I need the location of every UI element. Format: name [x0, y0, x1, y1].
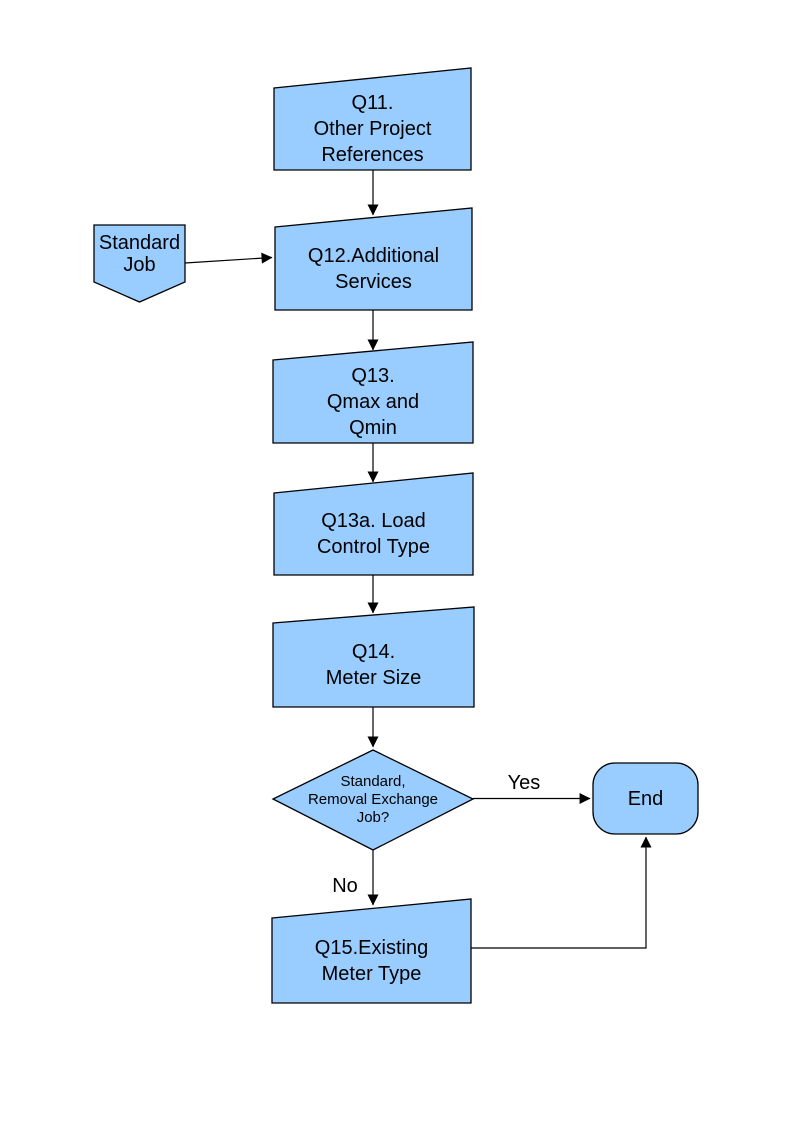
edge-standardjob-to-q12 — [184, 252, 273, 264]
q11-node-shape — [273, 67, 472, 171]
standard-job-label: Standard Job — [98, 232, 181, 276]
standard-job-connector-shape — [93, 224, 186, 303]
q13-node-shape — [272, 341, 474, 444]
yes-edge-label: Yes — [507, 772, 541, 794]
decision-diamond-shape — [271, 749, 475, 851]
no-edge-label: No — [332, 875, 358, 897]
q14-node-shape — [272, 606, 475, 708]
end-label: End — [627, 787, 664, 810]
edge-q15-to-end — [471, 836, 652, 949]
q11-label: Q11. Other Project References — [313, 92, 432, 166]
q15-label: Q15.Existing Meter Type — [314, 936, 429, 985]
q12-node-shape — [274, 207, 473, 311]
decision-label: Standard, Removal Exchange Job? — [307, 773, 439, 826]
q15-node-shape — [271, 898, 472, 1004]
q13a-node-shape — [273, 472, 474, 576]
q13a-label: Q13a. Load Control Type — [316, 510, 431, 558]
end-terminator-shape — [592, 762, 699, 835]
q14-label: Q14. Meter Size — [325, 641, 422, 689]
q13-label: Q13. Qmax and Qmin — [326, 364, 420, 439]
q12-label: Q12.Additional Services — [307, 244, 440, 293]
